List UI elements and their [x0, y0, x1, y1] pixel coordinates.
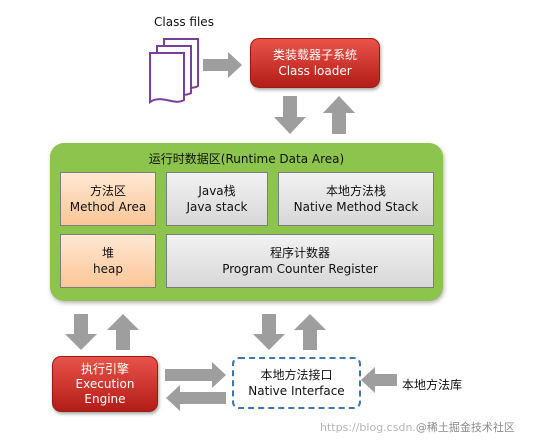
runtime-data-area-title: 运行时数据区(Runtime Data Area) [148, 152, 345, 166]
arrow-native-to-runtime [294, 314, 326, 350]
native-library-label: 本地方法库 [402, 378, 463, 392]
native-method-stack-zh: 本地方法栈 [325, 184, 386, 198]
pc-register-cell: 程序计数器 Program Counter Register [166, 234, 434, 288]
class-loader-box: 类装载器子系统 Class loader [250, 38, 380, 88]
arrow-files-to-loader [203, 52, 242, 78]
class-loader-zh: 类装载器子系统 [272, 48, 357, 62]
arrow-runtime-to-engine [65, 314, 97, 350]
arrow-runtime-up [323, 96, 355, 134]
java-stack-zh: Java栈 [198, 184, 236, 198]
execution-engine-en-line2: Engine [84, 391, 126, 406]
arrow-library-to-native [361, 367, 397, 393]
pc-register-en: Program Counter Register [222, 262, 378, 276]
arrow-native-to-engine [166, 385, 226, 411]
native-method-stack-cell: 本地方法栈 Native Method Stack [278, 172, 434, 226]
java-stack-en: Java stack [186, 200, 248, 214]
heap-cell: 堆 heap [60, 234, 156, 288]
native-interface-box: 本地方法接口 Native Interface [232, 357, 361, 409]
heap-en: heap [93, 262, 123, 276]
execution-engine-box: 执行引擎 Execution Engine [52, 356, 158, 412]
method-area-cell: 方法区 Method Area [60, 172, 156, 226]
execution-engine-en-line1: Execution [75, 376, 135, 391]
native-interface-en: Native Interface [248, 384, 345, 398]
method-area-zh: 方法区 [89, 184, 126, 198]
watermark-brand: @稀土掘金技术社区 [415, 421, 515, 434]
watermark-url: https://blog.csdn. [320, 421, 416, 434]
watermark: https://blog.csdn.@稀土掘金技术社区 [320, 419, 515, 435]
arrow-loader-down [274, 96, 306, 134]
native-method-stack-en: Native Method Stack [293, 200, 419, 214]
pc-register-zh: 程序计数器 [269, 246, 330, 260]
java-stack-cell: Java栈 Java stack [166, 172, 268, 226]
arrow-engine-to-native [165, 362, 226, 388]
class-loader-en: Class loader [278, 64, 352, 78]
arrow-engine-to-runtime [107, 314, 139, 350]
execution-engine-zh: 执行引擎 [80, 361, 129, 376]
arrow-runtime-to-native [253, 314, 285, 350]
heap-zh: 堆 [101, 246, 114, 260]
native-interface-zh: 本地方法接口 [260, 368, 333, 382]
method-area-en: Method Area [69, 200, 147, 214]
class-files-label: Class files [154, 15, 214, 29]
class-files-icon [149, 38, 199, 104]
